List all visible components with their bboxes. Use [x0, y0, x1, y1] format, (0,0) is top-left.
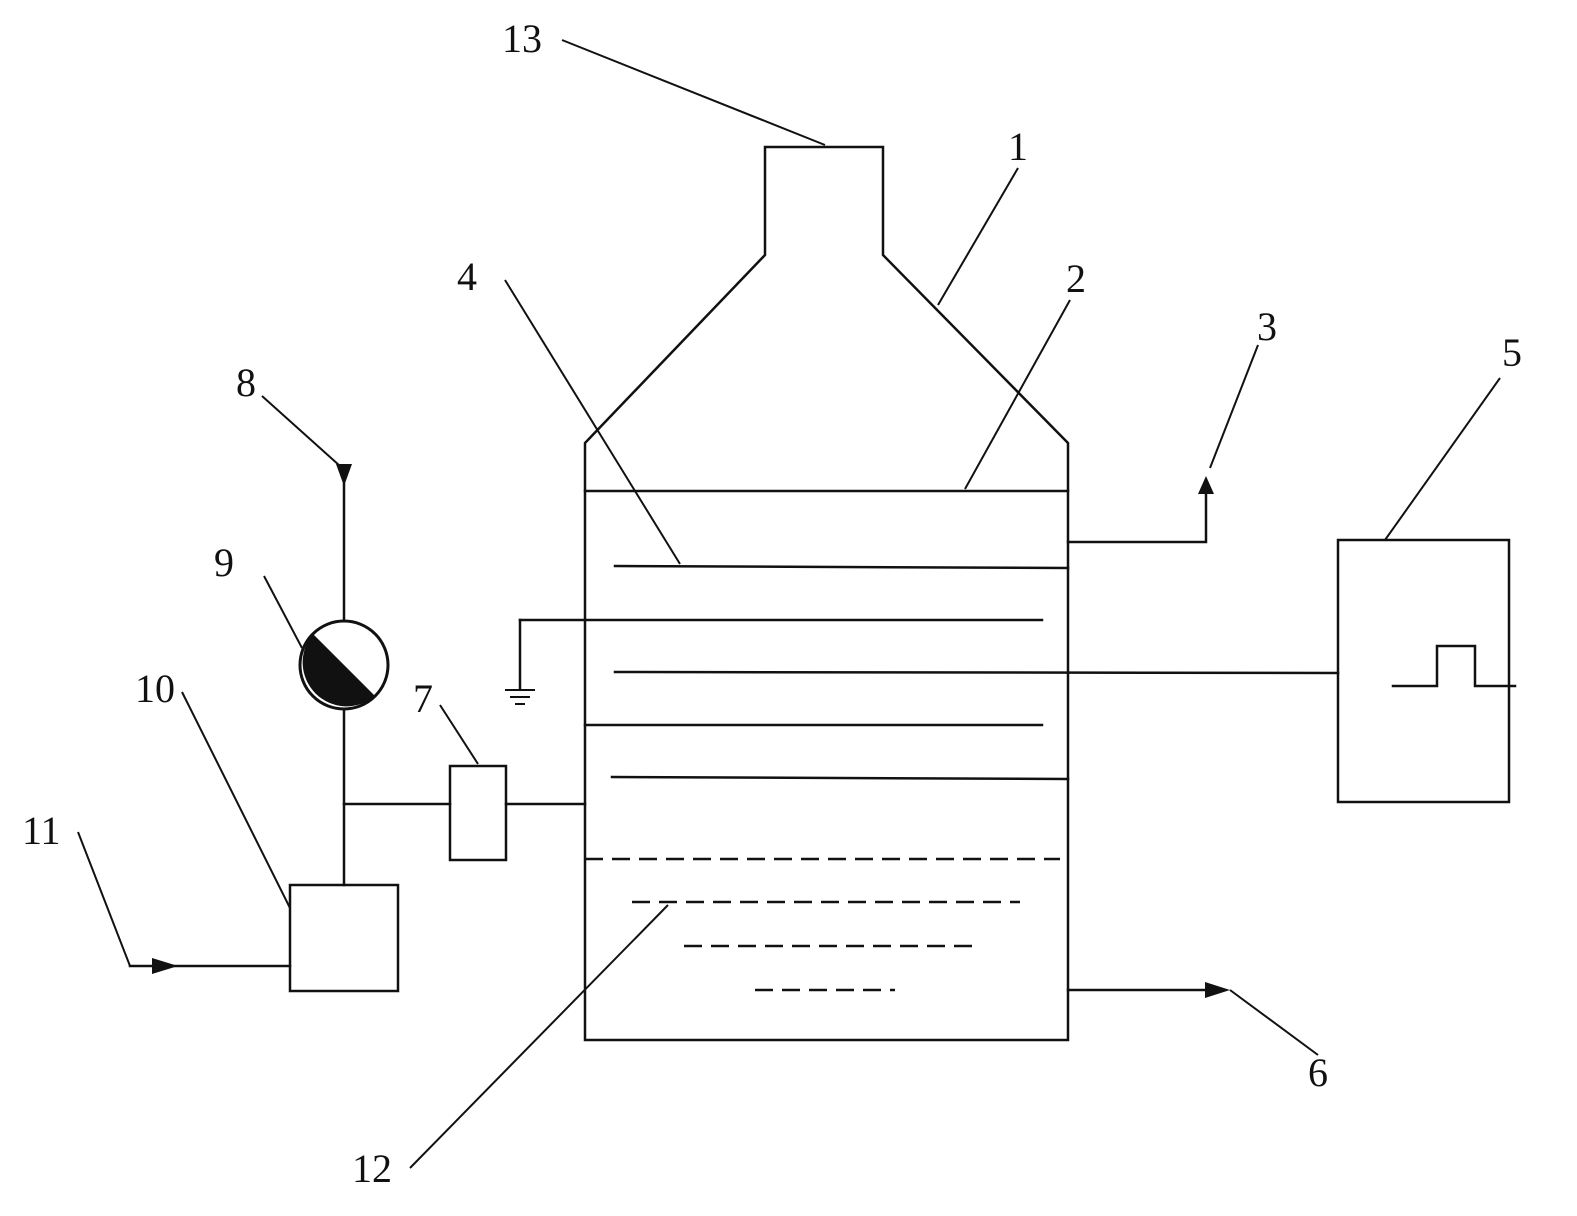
label-13: 13: [502, 16, 542, 61]
leader-13: [561, 39, 826, 146]
reactor-vessel: [583, 145, 1070, 1042]
leader-6: [1229, 989, 1319, 1056]
leader-10: [181, 691, 291, 909]
unit-7-box: [448, 764, 508, 862]
label-5: 5: [1502, 330, 1522, 375]
label-12: 12: [352, 1146, 392, 1191]
label-6: 6: [1308, 1050, 1328, 1095]
leader-11: [77, 831, 131, 967]
liquid-outlet-arrowhead: [1205, 982, 1230, 998]
electrode-plate-3: [613, 670, 1340, 675]
label-9: 9: [214, 540, 234, 585]
label-2: 2: [1066, 256, 1086, 301]
pump-icon: [298, 619, 390, 711]
leader-7: [439, 704, 479, 765]
supply-arrowhead: [336, 464, 352, 486]
electrode-plate-5: [610, 775, 1070, 781]
leader-1: [937, 167, 1019, 306]
gas-outlet-pipe: [1066, 488, 1208, 544]
pulse-waveform-icon: [1391, 644, 1517, 688]
leader-8: [261, 395, 341, 467]
label-7: 7: [413, 676, 433, 721]
electrode-plate-1: [613, 564, 1070, 570]
inlet-11-arrowhead: [152, 958, 178, 974]
leader-5: [1384, 377, 1501, 541]
leader-3: [1209, 344, 1259, 469]
label-10: 10: [135, 666, 175, 711]
gas-outlet-arrowhead: [1198, 476, 1214, 494]
label-3: 3: [1257, 304, 1277, 349]
label-11: 11: [22, 808, 61, 853]
label-4: 4: [457, 254, 477, 299]
ground-icon: [505, 689, 535, 705]
label-1: 1: [1008, 124, 1028, 169]
leader-2: [964, 299, 1071, 490]
leader-12: [409, 904, 669, 1169]
leader-9: [263, 575, 303, 649]
leader-4: [504, 279, 681, 565]
mixer-box: [288, 883, 400, 993]
pulse-power-supply: [1336, 538, 1511, 804]
label-8: 8: [236, 360, 256, 405]
